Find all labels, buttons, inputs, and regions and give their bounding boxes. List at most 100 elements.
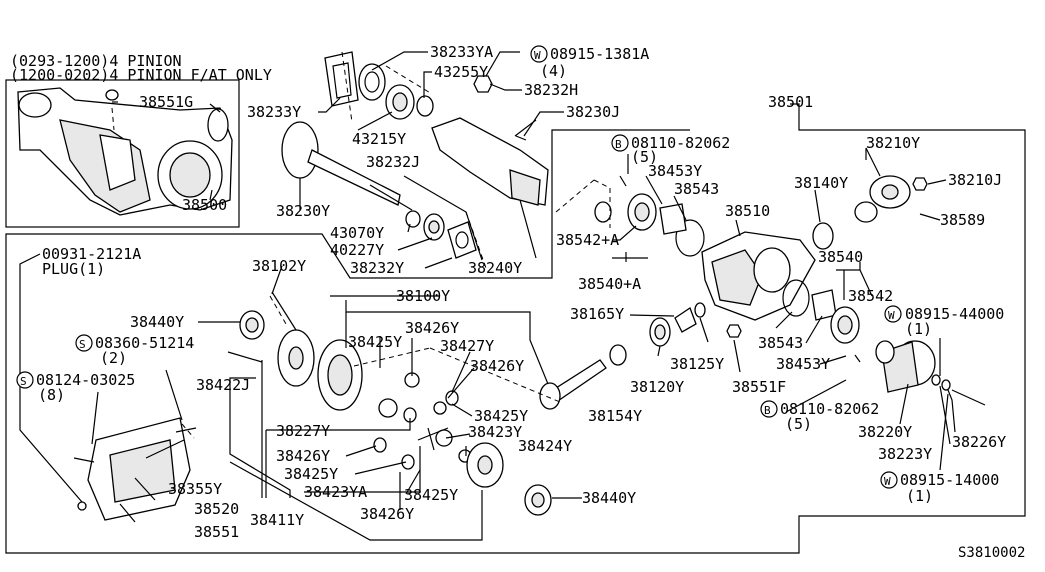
inset-label-line1: (0293-1200)4 PINION bbox=[10, 52, 182, 70]
label-38551G: 38551G bbox=[139, 93, 193, 111]
frame-lines bbox=[5, 79, 1026, 554]
b-marker-08110-82062-bot-letter: B bbox=[764, 404, 771, 417]
w-marker-08915-1381A-letter: W bbox=[534, 49, 541, 62]
label-38226Y: 38226Y bbox=[952, 433, 1006, 451]
label-38425Y-d: 38425Y bbox=[404, 486, 458, 504]
label-38232H: 38232H bbox=[524, 81, 578, 99]
label-plug: PLUG(1) bbox=[42, 260, 105, 278]
inset-housing-illustration bbox=[17, 87, 233, 216]
label-38355Y: 38355Y bbox=[168, 480, 222, 498]
label-08110-82062-top: 08110-82062 bbox=[631, 134, 730, 152]
label-38440Y-right: 38440Y bbox=[582, 489, 636, 507]
label-43255Y: 43255Y bbox=[434, 63, 488, 81]
b-marker-08110-82062-top-letter: B bbox=[615, 138, 622, 151]
label-38125Y: 38125Y bbox=[670, 355, 724, 373]
label-38453Y-top: 38453Y bbox=[648, 162, 702, 180]
label-38440Y-left: 38440Y bbox=[130, 313, 184, 331]
label-38232Y: 38232Y bbox=[350, 259, 404, 277]
label-38589: 38589 bbox=[940, 211, 985, 229]
label-08915-1381A: 08915-1381A bbox=[550, 45, 649, 63]
label-38427Y: 38427Y bbox=[440, 337, 494, 355]
label-08915-44000-qty: (1) bbox=[905, 320, 932, 338]
label-38425Y-c: 38425Y bbox=[284, 465, 338, 483]
label-38210J: 38210J bbox=[948, 171, 1002, 189]
label-08360-51214: 08360-51214 bbox=[95, 334, 194, 352]
label-38227Y: 38227Y bbox=[276, 422, 330, 440]
label-38230J: 38230J bbox=[566, 103, 620, 121]
label-40227Y: 40227Y bbox=[330, 241, 384, 259]
label-38230Y: 38230Y bbox=[276, 202, 330, 220]
label-38424Y: 38424Y bbox=[518, 437, 572, 455]
w-marker-08915-14000 bbox=[880, 471, 898, 489]
label-38500: 38500 bbox=[182, 196, 227, 214]
label-00931-2121A: 00931-2121A bbox=[42, 245, 141, 263]
label-08124-03025: 08124-03025 bbox=[36, 371, 135, 389]
label-38210Y: 38210Y bbox=[866, 134, 920, 152]
w-marker-08915-44000 bbox=[884, 305, 902, 323]
label-38426Y-c: 38426Y bbox=[276, 447, 330, 465]
label-08110-82062-bot-qty: (5) bbox=[785, 415, 812, 433]
label-08915-14000: 08915-14000 bbox=[900, 471, 999, 489]
s-marker-08124-03025-letter: S bbox=[20, 375, 27, 388]
label-38426Y-d: 38426Y bbox=[360, 505, 414, 523]
carrier-group bbox=[594, 175, 986, 406]
axle-shaft-group bbox=[281, 51, 549, 259]
label-38120Y: 38120Y bbox=[630, 378, 684, 396]
label-43070Y: 43070Y bbox=[330, 224, 384, 242]
leader-lines bbox=[19, 51, 956, 541]
label-38510: 38510 bbox=[725, 202, 770, 220]
label-38240Y: 38240Y bbox=[468, 259, 522, 277]
label-38453Y-mid: 38453Y bbox=[776, 355, 830, 373]
label-38140Y: 38140Y bbox=[794, 174, 848, 192]
label-08110-82062-top-qty: (5) bbox=[631, 148, 658, 166]
label-08110-82062-bot: 08110-82062 bbox=[780, 400, 879, 418]
label-38520: 38520 bbox=[194, 500, 239, 518]
label-38102Y: 38102Y bbox=[252, 257, 306, 275]
label-08915-1381A-qty: (4) bbox=[540, 62, 567, 80]
differential-group bbox=[73, 291, 627, 521]
label-38540A: 38540+A bbox=[578, 275, 641, 293]
circle-markers: W B W B W S S bbox=[16, 45, 902, 489]
s-marker-08360-51214-letter: S bbox=[79, 338, 86, 351]
label-38551: 38551 bbox=[194, 523, 239, 541]
label-38233Y: 38233Y bbox=[247, 103, 301, 121]
label-38551F: 38551F bbox=[732, 378, 786, 396]
label-38154Y: 38154Y bbox=[588, 407, 642, 425]
label-38426Y-a: 38426Y bbox=[405, 319, 459, 337]
label-38411Y: 38411Y bbox=[250, 511, 304, 529]
group-brackets bbox=[612, 148, 867, 259]
label-38422J: 38422J bbox=[196, 376, 250, 394]
label-08124-03025-qty: (8) bbox=[38, 386, 65, 404]
label-38223Y: 38223Y bbox=[878, 445, 932, 463]
s-marker-08124-03025 bbox=[16, 371, 34, 389]
label-38423YA: 38423YA bbox=[304, 483, 367, 501]
label-43215Y: 43215Y bbox=[352, 130, 406, 148]
label-38100Y: 38100Y bbox=[396, 287, 450, 305]
label-38501: 38501 bbox=[768, 93, 813, 111]
label-08360-51214-qty: (2) bbox=[100, 349, 127, 367]
label-38233YA: 38233YA bbox=[430, 43, 493, 61]
label-08915-44000: 08915-44000 bbox=[905, 305, 1004, 323]
inset-label-line2: (1200-0202)4 PINION F/AT ONLY bbox=[10, 66, 272, 84]
diagram-code: S3810002 bbox=[958, 545, 1025, 561]
s-marker-08360-51214 bbox=[75, 334, 93, 352]
part-labels: (0293-1200)4 PINION (1200-0202)4 PINION … bbox=[10, 43, 1025, 561]
label-08915-14000-qty: (1) bbox=[906, 487, 933, 505]
label-38542: 38542 bbox=[848, 287, 893, 305]
label-38543-mid: 38543 bbox=[758, 334, 803, 352]
label-38540: 38540 bbox=[818, 248, 863, 266]
label-38543-top: 38543 bbox=[674, 180, 719, 198]
label-38220Y: 38220Y bbox=[858, 423, 912, 441]
w-marker-08915-44000-letter: W bbox=[888, 309, 895, 322]
label-38542A: 38542+A bbox=[556, 231, 619, 249]
b-marker-08110-82062-top bbox=[611, 134, 629, 152]
w-marker-08915-14000-letter: W bbox=[884, 475, 891, 488]
label-38423Y: 38423Y bbox=[468, 423, 522, 441]
dashed-guides bbox=[111, 51, 611, 439]
label-38425Y-a: 38425Y bbox=[348, 333, 402, 351]
w-marker-08915-1381A bbox=[530, 45, 548, 63]
label-38425Y-b: 38425Y bbox=[474, 407, 528, 425]
b-marker-08110-82062-bot bbox=[760, 400, 778, 418]
label-38165Y: 38165Y bbox=[570, 305, 624, 323]
